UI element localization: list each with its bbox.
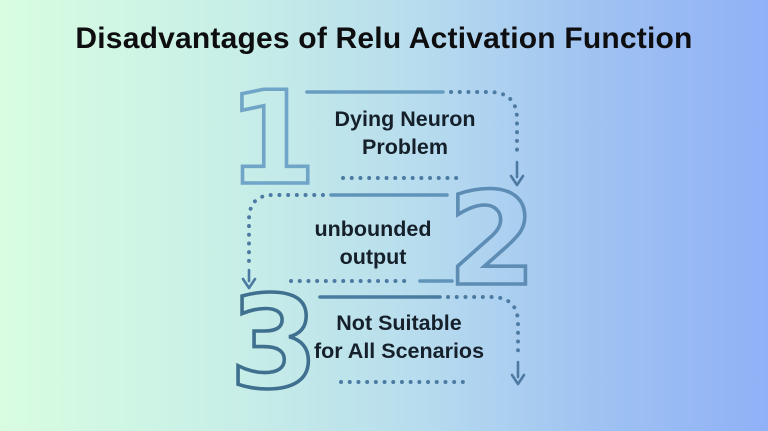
arrow-down-icon (241, 268, 257, 290)
arrow-down-icon (509, 160, 525, 187)
step-1-dotted-connector (449, 90, 519, 159)
step-3-label: Not Suitable for All Scenarios (313, 311, 485, 363)
step-2-number-outline: 2 (447, 166, 536, 315)
step-1-number-outline: 1 (227, 65, 316, 214)
step-3-dotted-connector (446, 295, 520, 359)
step-2-dotted-connector (247, 193, 325, 267)
page-title: Disadvantages of Relu Activation Functio… (75, 22, 693, 55)
step-3-group: 3 (228, 267, 526, 420)
step-1-group: 1 (226, 63, 525, 216)
step-1-label: Dying Neuron Problem (334, 107, 476, 159)
step-2-label: unbounded output (314, 217, 432, 269)
step-3-number-outline: 3 (229, 269, 318, 418)
step-2-group: 2 (241, 164, 538, 317)
arrow-down-icon (510, 360, 526, 386)
